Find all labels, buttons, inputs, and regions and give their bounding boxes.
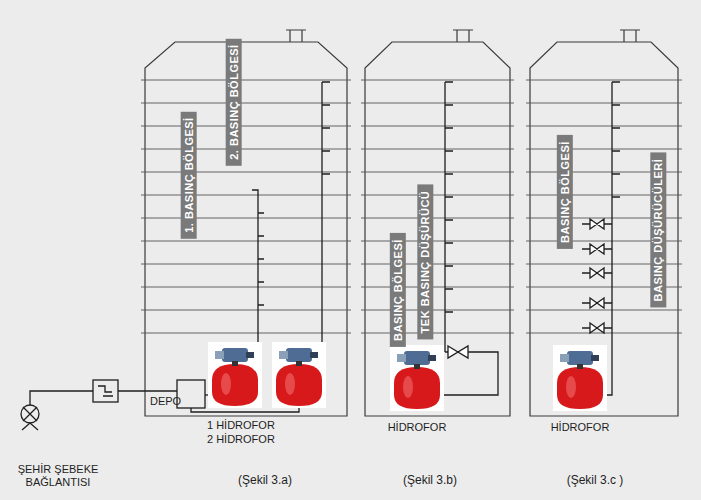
figure-caption: (Şekil 3.c )	[567, 473, 624, 487]
figure-caption: (Şekil 3.b)	[403, 473, 457, 487]
pressure-zone-band: 2. BASINÇ BÖLGESİ	[225, 38, 241, 165]
zone-label: 1. BASINÇ BÖLGESİ	[182, 117, 194, 232]
zone-label: BASINÇ DÜŞÜRÜCÜLERİ	[652, 159, 664, 302]
pressure-zone-band: TEK BASINÇ DÜŞÜRÜCÜ	[417, 185, 433, 340]
pump-label: HİDROFOR	[551, 421, 610, 434]
pressure-zone-band: BASINÇ BÖLGESİ	[557, 135, 573, 249]
pump-label: 1 HİDROFOR	[207, 419, 275, 432]
pump-label: HİDROFOR	[388, 421, 447, 434]
zone-label: BASINÇ BÖLGESİ	[392, 239, 404, 341]
zone-label: BASINÇ BÖLGESİ	[559, 141, 571, 243]
pump-label: 2 HİDROFOR	[207, 433, 275, 446]
zone-label: 2. BASINÇ BÖLGESİ	[227, 44, 239, 159]
pressure-zone-band: BASINÇ BÖLGESİ	[390, 233, 406, 347]
pressure-zone-band: BASINÇ DÜŞÜRÜCÜLERİ	[650, 153, 666, 308]
pressure-zone-band: 1. BASINÇ BÖLGESİ	[180, 111, 196, 238]
connection-label: ŞEHİR ŞEBEKE BAĞLANTISI	[3, 463, 113, 489]
figure-caption: (Şekil 3.a)	[238, 473, 292, 487]
depo-label: DEPO	[150, 395, 181, 408]
zone-label: TEK BASINÇ DÜŞÜRÜCÜ	[419, 191, 431, 334]
